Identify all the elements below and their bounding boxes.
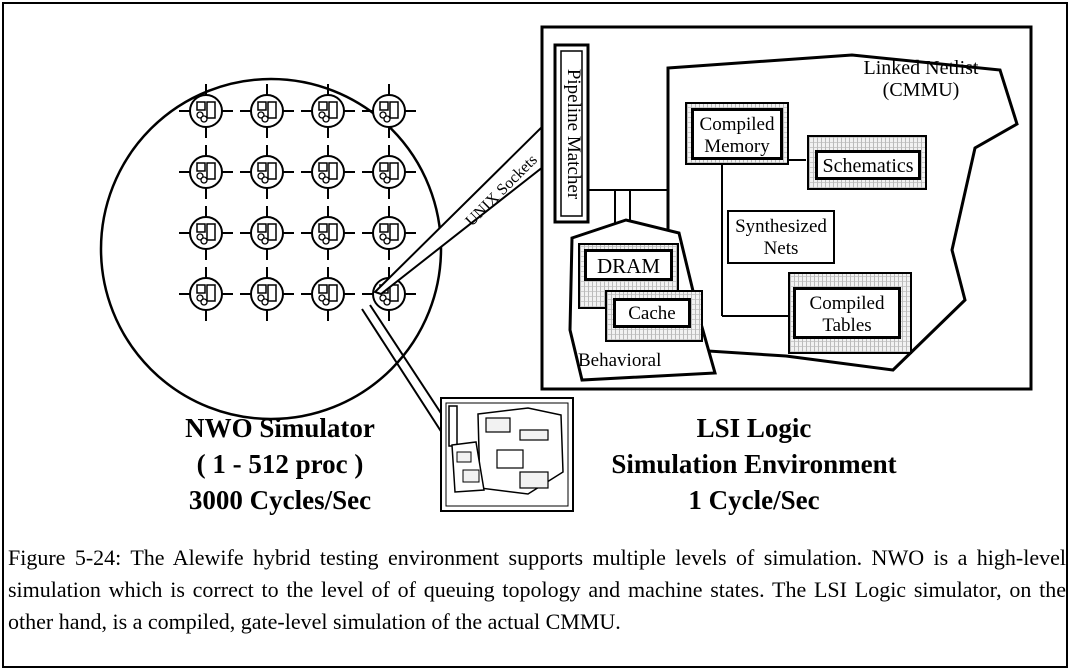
processor-node [179,206,233,260]
processor-node [179,267,233,321]
processor-node [240,267,294,321]
processor-node [362,84,416,138]
processor-node [179,145,233,199]
dram-box: DRAM [584,249,673,281]
processor-node [301,267,355,321]
mini-link-line [369,304,453,431]
processor-node [301,145,355,199]
compiled-tables-box: Compiled Tables [793,287,901,339]
synthesized-nets-box: Synthesized Nets [727,210,835,264]
linked-netlist-title: Linked Netlist (CMMU) [863,57,979,101]
processor-node [301,206,355,260]
processor-node [362,206,416,260]
pipeline-matcher-label: Pipeline Matcher [563,68,584,200]
nwo-simulator-label: NWO Simulator ( 1 - 512 proc ) 3000 Cycl… [185,413,375,515]
figure-caption: Figure 5-24: The Alewife hybrid testing … [8,545,1066,634]
mini-lsi-thumbnail [440,397,574,512]
compiled-memory-box: Compiled Memory [691,108,783,160]
processor-node [240,206,294,260]
cache-box: Cache [613,298,691,328]
processor-node [301,84,355,138]
processor-node [240,84,294,138]
schematics-box: Schematics [815,150,921,180]
processor-node [240,145,294,199]
mini-link-line-2 [361,308,445,437]
behavioral-label: Behavioral [578,350,662,371]
lsi-logic-label: LSI Logic Simulation Environment 1 Cycle… [611,413,897,515]
processor-node [362,145,416,199]
processor-node [179,84,233,138]
